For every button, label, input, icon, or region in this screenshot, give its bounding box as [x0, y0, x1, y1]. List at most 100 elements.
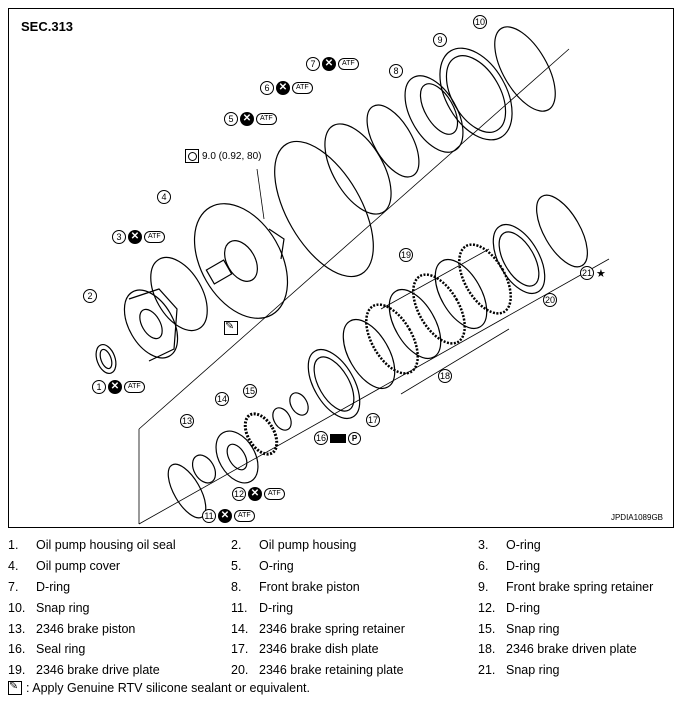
legend-number: 1. — [8, 538, 19, 553]
brake-plate-stack — [342, 243, 512, 389]
torque-leader — [256, 168, 265, 220]
callout-21: 21 ★ — [580, 266, 606, 280]
discard-x-icon: ✕ — [240, 112, 254, 126]
discard-x-icon: ✕ — [322, 57, 336, 71]
lower-axis-line — [138, 258, 610, 525]
callout-3: 3 ✕ ATF — [112, 230, 165, 244]
legend-number: 15. — [478, 621, 496, 636]
o-ring-5 — [274, 140, 374, 278]
legend-number: 4. — [8, 559, 19, 574]
image-code: JPDIA1089GB — [610, 513, 663, 522]
exploded-view-drawing — [95, 26, 610, 525]
o-ring-3 — [150, 256, 208, 332]
legend-number: 20. — [231, 663, 249, 678]
legend-item: 6.D-ring — [478, 559, 674, 573]
legend-row: 19. 2346 brake drive plate 20. 2346 brake r… — [8, 660, 674, 681]
legend-text: Seal ring — [36, 642, 86, 657]
legend-number: 14. — [231, 621, 249, 636]
callout-4: 4 — [157, 190, 171, 204]
brake-retaining-plate-2346 — [492, 224, 546, 294]
legend-item: 8.Front brake piston — [231, 580, 478, 594]
legend-text: Snap ring — [506, 621, 560, 636]
atf-badge: ATF — [338, 58, 359, 70]
legend-text: Snap ring — [506, 663, 560, 678]
legend-text: O-ring — [259, 559, 294, 574]
d-ring-12 — [191, 454, 217, 484]
callout-16: 16 P — [314, 431, 361, 445]
section-label: SEC.313 — [21, 19, 74, 34]
legend-number: 12. — [478, 600, 496, 615]
legend-number: 3. — [478, 538, 489, 553]
callout-10: 10 — [473, 15, 487, 29]
legend-item: 1.Oil pump housing oil seal — [8, 538, 231, 552]
legend-text: Snap ring — [36, 600, 90, 615]
callout-7: 7 ✕ ATF — [306, 57, 359, 71]
callout-18: 18 — [438, 369, 452, 383]
oil-pump-housing-oil-seal — [95, 343, 117, 375]
callout-19: 19 — [399, 248, 413, 262]
legend-item: 14.2346 brake spring retainer — [231, 622, 478, 636]
torque-wrench-icon — [185, 149, 199, 163]
legend-item: 18.2346 brake driven plate — [478, 642, 674, 656]
legend-item: 2.Oil pump housing — [231, 538, 478, 552]
discard-x-icon: ✕ — [218, 509, 232, 523]
legend-number: 5. — [231, 559, 242, 574]
legend-number: 11. — [231, 600, 248, 615]
oil-pump-cover — [193, 203, 289, 319]
legend-item: 21.Snap ring — [478, 663, 674, 677]
grease-icon — [330, 433, 346, 443]
legend-text: D-ring — [36, 579, 71, 594]
brake-piston-2346 — [215, 430, 259, 484]
sealant-icon — [224, 319, 238, 335]
legend-number: 19. — [8, 663, 26, 678]
atf-badge: ATF — [256, 113, 277, 125]
legend-number: 10. — [8, 600, 26, 615]
brake-dish-plate-2346 — [307, 349, 361, 419]
legend-item: 9.Front brake spring retainer — [478, 580, 674, 594]
legend-item: 17.2346 brake dish plate — [231, 642, 478, 656]
oil-pump-housing — [123, 288, 179, 362]
legend-text: Oil pump cover — [36, 559, 121, 574]
legend-item: 15. Snap ring — [478, 622, 674, 636]
legend-text: 2346 brake drive plate — [36, 663, 160, 678]
legend-text: 2346 brake retaining plate — [259, 663, 404, 678]
atf-badge: ATF — [292, 82, 313, 94]
assembly-axis-line — [138, 48, 570, 430]
legend-text: D-ring — [259, 600, 294, 615]
legend-item: 12.D-ring — [478, 601, 674, 615]
atf-badge: ATF — [124, 381, 145, 393]
legend-number: 8. — [231, 579, 242, 594]
brake-spring-retainer-2346 — [243, 412, 279, 456]
callout-13: 13 — [180, 414, 194, 428]
callout-12: 12 ✕ ATF — [232, 487, 285, 501]
bracket-19 — [380, 248, 490, 310]
legend-text: Front brake spring retainer — [506, 579, 654, 594]
legend-text: O-ring — [506, 538, 541, 553]
legend-number: 16. — [8, 642, 26, 657]
discard-x-icon: ✕ — [276, 81, 290, 95]
legend-text: 2346 brake dish plate — [259, 642, 379, 657]
front-brake-spring-retainer — [439, 47, 513, 141]
callout-2: 2 — [83, 289, 97, 303]
discard-x-icon: ✕ — [108, 380, 122, 394]
snap-ring-21 — [536, 194, 588, 268]
legend-number: 2. — [231, 538, 242, 553]
sealant-icon — [8, 679, 22, 695]
legend-item: 10. Snap ring — [8, 601, 231, 615]
callout-8: 8 — [389, 64, 403, 78]
discard-x-icon: ✕ — [128, 230, 142, 244]
legend-item: 11. D-ring — [231, 601, 478, 615]
front-brake-piston — [404, 75, 464, 153]
legend-item: 5. O-ring — [231, 559, 478, 573]
sealant-note: : Apply Genuine RTV silicone sealant or … — [8, 679, 310, 695]
snap-ring-10 — [494, 26, 556, 112]
p-badge: P — [348, 431, 361, 445]
legend-item: 3. O-ring — [478, 538, 674, 552]
diagram-frame: SEC.313 JPDIA1089GB 9.0 (0.92, 80) — [8, 8, 674, 528]
atf-badge: ATF — [234, 510, 255, 522]
callout-14: 14 — [215, 392, 229, 406]
legend-row: 4. Oil pump cover 5. O-ring 6.D-ring — [8, 556, 674, 577]
